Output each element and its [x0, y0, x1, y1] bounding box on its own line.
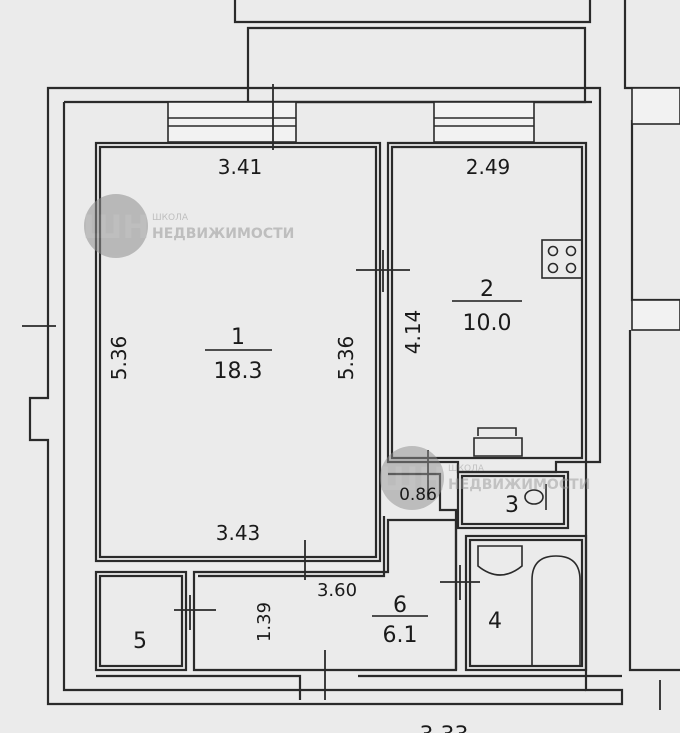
neighbour-wall-right-3	[628, 330, 680, 672]
bathtub-icon	[531, 555, 581, 667]
watermark-lower: ШН ШКОЛА НЕДВИЖИМОСТИ	[379, 446, 590, 510]
room-4-outline-inner	[468, 538, 584, 668]
room-5-number: 5	[133, 629, 147, 654]
dim-room1-bottom: 3.43	[216, 521, 261, 545]
watermark-line1-2: ШКОЛА	[448, 464, 485, 474]
room-4-number: 4	[488, 609, 502, 634]
watermark-logo-text-2: ШН	[379, 460, 445, 498]
bottom-wall	[96, 674, 622, 700]
kitchen-sink-icon	[473, 427, 523, 457]
stove-burner-1	[547, 245, 559, 257]
room-4-outline	[464, 534, 588, 672]
area-underlines	[205, 300, 522, 617]
watermark-logo-circle-2	[380, 446, 444, 510]
stove-burner-2	[565, 245, 577, 257]
room-3-number: 3	[505, 493, 519, 518]
room-5-outline	[94, 570, 188, 672]
window-right	[631, 87, 680, 125]
stove-burner-4	[565, 262, 577, 274]
door-marks	[22, 84, 661, 710]
fixtures	[473, 239, 583, 667]
dim-hall-width: 3.60	[317, 580, 357, 601]
dim-room2-side: 4.14	[401, 310, 425, 355]
room-2-number: 2	[480, 277, 494, 302]
watermark-line2-2: НЕДВИЖИМОСТИ	[448, 477, 590, 493]
watermark-line2: НЕДВИЖИМОСТИ	[152, 226, 294, 242]
toilet-icon	[524, 489, 544, 505]
room-6-outline	[192, 518, 458, 672]
outer-wall	[28, 86, 624, 706]
room-2-outline-inner	[390, 145, 584, 460]
watermark-logo-circle	[84, 194, 148, 258]
windows	[167, 87, 680, 331]
dim-room1-right: 5.36	[334, 336, 358, 381]
dim-room1-left: 5.36	[107, 336, 131, 381]
watermark-logo-text: ШН	[83, 208, 149, 246]
window-room-2	[433, 101, 535, 143]
window-right-2	[631, 299, 680, 331]
left-wall-inner	[62, 102, 586, 692]
room-6-number: 6	[393, 593, 407, 618]
room-3-outline	[456, 470, 570, 530]
room-1-outline-inner	[98, 145, 378, 559]
walls	[28, 0, 680, 706]
dim-corridor-gap: 0.86	[399, 485, 437, 505]
room-1-number: 1	[231, 325, 245, 350]
dim-room2-top: 2.49	[466, 155, 511, 179]
window-room-1	[167, 101, 297, 143]
room-5-outline-inner	[98, 574, 184, 668]
room-1-area: 18.3	[214, 359, 263, 384]
stove-burner-3	[547, 262, 559, 274]
dim-bottom-overall: 3.33	[420, 723, 469, 733]
room-3-outline-inner	[460, 474, 566, 526]
dim-hall-height: 1.39	[254, 602, 275, 642]
neighbour-wall-top	[233, 0, 592, 24]
washbasin-icon	[477, 545, 523, 576]
room-1-outline	[94, 141, 382, 563]
stove-icon	[541, 239, 583, 279]
room-2-area: 10.0	[463, 311, 512, 336]
watermark-line1: ШКОЛА	[152, 213, 189, 223]
dimension-labels: 3.41 2.49 3.43 3.60 0.86 5.36 5.36 4.14 …	[107, 155, 510, 733]
room-6-area: 6.1	[383, 623, 418, 648]
room-labels: 1 18.3 2 10.0 3 4 5 6 6.1	[133, 277, 519, 654]
dim-room1-top: 3.41	[218, 155, 263, 179]
room-6-outline-inner	[198, 516, 386, 578]
watermark-upper: ШН ШКОЛА НЕДВИЖИМОСТИ	[83, 194, 294, 258]
